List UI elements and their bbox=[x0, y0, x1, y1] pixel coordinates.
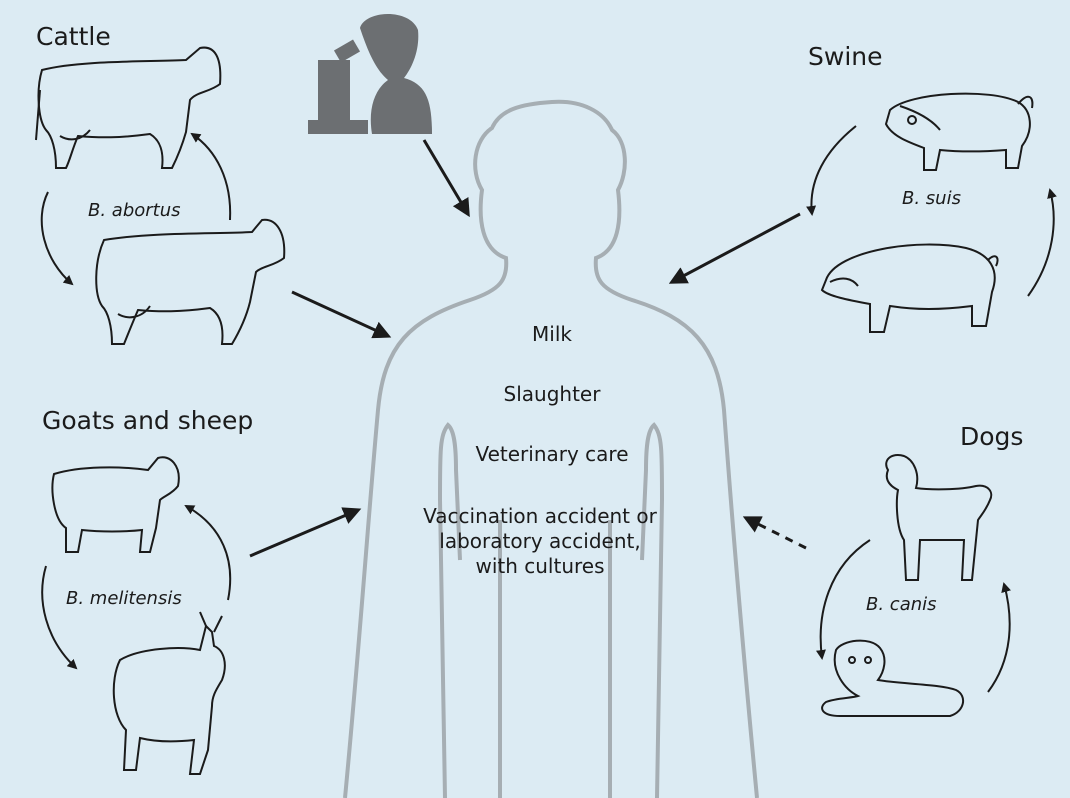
arrow-dogs-to-human bbox=[746, 518, 806, 548]
route-veterinary-care: Veterinary care bbox=[452, 442, 652, 466]
arrow-scientist-to-human bbox=[424, 140, 468, 214]
route-accident: Vaccination accident or laboratory accid… bbox=[420, 504, 660, 579]
goat-icon bbox=[114, 612, 225, 774]
route-slaughter: Slaughter bbox=[482, 382, 622, 406]
cow-icon bbox=[36, 48, 220, 168]
species-label-abortus: B. abortus bbox=[88, 200, 181, 221]
dogs-cycle-arrow-up bbox=[988, 584, 1010, 692]
pig-icon bbox=[822, 245, 998, 332]
goats-cycle-arrow-down bbox=[42, 566, 76, 668]
dog-icon bbox=[822, 641, 963, 716]
group-label-cattle: Cattle bbox=[36, 22, 111, 51]
route-milk: Milk bbox=[512, 322, 592, 346]
arrow-goats-to-human bbox=[250, 510, 358, 556]
goats-cycle-arrow-up bbox=[186, 506, 230, 600]
dog-icon bbox=[886, 455, 991, 580]
species-label-melitensis: B. melitensis bbox=[66, 588, 182, 609]
cattle-cycle-arrow-up bbox=[192, 134, 230, 220]
sheep-icon bbox=[53, 457, 179, 552]
swine-cycle-arrow-up bbox=[1028, 190, 1054, 296]
group-label-dogs: Dogs bbox=[960, 422, 1023, 451]
arrow-cattle-to-human bbox=[292, 292, 388, 336]
species-label-canis: B. canis bbox=[866, 594, 937, 615]
human-right-arm-line bbox=[642, 425, 662, 798]
group-label-goats-sheep: Goats and sheep bbox=[42, 406, 253, 435]
swine-cycle-arrow-down bbox=[811, 126, 856, 214]
arrow-swine-to-human bbox=[672, 214, 800, 282]
pig-icon bbox=[886, 94, 1032, 170]
human-left-arm-line bbox=[440, 425, 460, 798]
species-label-suis: B. suis bbox=[902, 188, 961, 209]
cow-icon bbox=[96, 220, 284, 344]
group-label-swine: Swine bbox=[808, 42, 883, 71]
scientist-microscope-icon bbox=[308, 14, 432, 134]
cattle-cycle-arrow-down bbox=[42, 192, 72, 284]
